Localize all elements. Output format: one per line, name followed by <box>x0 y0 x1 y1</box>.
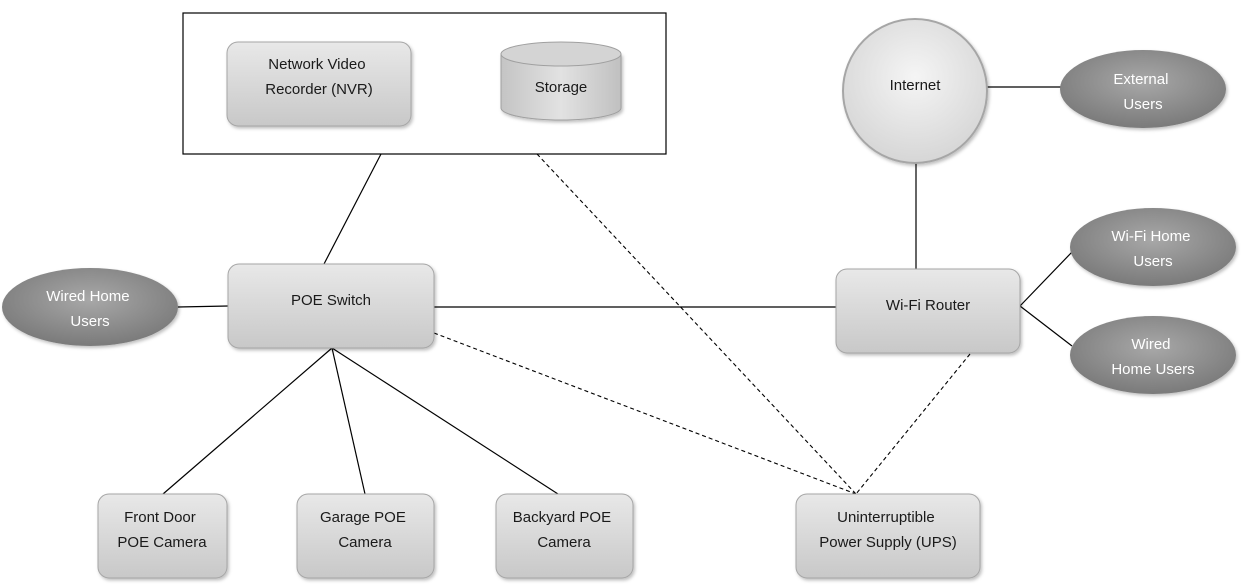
nvr-label-line-2: Recorder (NVR) <box>265 81 373 98</box>
storage-label-line-1: Storage <box>535 79 588 96</box>
link-switch-front-door <box>162 347 333 495</box>
connections <box>162 86 1073 495</box>
wifi-home-users-label: Wi-Fi Home Users <box>1111 228 1194 270</box>
wired-home-users-right-node[interactable]: Wired Home Users <box>1070 316 1236 394</box>
storage-node[interactable]: Storage <box>500 41 622 121</box>
external-users-label: External Users <box>1113 71 1172 113</box>
link-group-switch <box>323 153 382 265</box>
backyard-camera-label-line-1: Backyard POE <box>513 509 611 526</box>
poe-switch-node[interactable]: POE Switch <box>227 263 435 349</box>
garage-camera-node[interactable]: Garage POE Camera <box>296 493 435 579</box>
garage-camera-label: Garage POE Camera <box>320 509 410 551</box>
nvr-label-line-1: Network Video <box>268 56 365 73</box>
nvr-node[interactable]: Network Video Recorder (NVR) <box>226 41 412 127</box>
wired-home-users-left-label-line-2: Users <box>70 313 109 330</box>
wired-home-users-left-label-line-1: Wired Home <box>46 288 129 305</box>
link-router-wifi-users <box>1019 251 1073 307</box>
poe-switch-label: POE Switch <box>291 292 371 309</box>
internet-label: Internet <box>890 77 942 94</box>
garage-camera-label-line-2: Camera <box>338 534 392 551</box>
wired-home-users-right-label-line-1: Wired <box>1131 336 1170 353</box>
link-switch-garage <box>331 347 366 495</box>
front-door-camera-label-line-2: POE Camera <box>117 534 207 551</box>
ups-label-line-2: Power Supply (UPS) <box>819 534 957 551</box>
wired-home-users-left-node[interactable]: Wired Home Users <box>2 268 178 346</box>
link-wired-left-switch <box>177 305 229 308</box>
backyard-camera-label-line-2: Camera <box>537 534 591 551</box>
external-users-label-line-1: External <box>1113 71 1168 88</box>
internet-label-line-1: Internet <box>890 77 942 94</box>
garage-camera-label-line-1: Garage POE <box>320 509 406 526</box>
wifi-router-node[interactable]: Wi-Fi Router <box>835 268 1021 354</box>
wired-home-users-left-label: Wired Home Users <box>46 288 134 330</box>
ups-label: Uninterruptible Power Supply (UPS) <box>819 509 957 551</box>
ups-label-line-1: Uninterruptible <box>837 509 935 526</box>
external-users-node[interactable]: External Users <box>1060 50 1226 128</box>
poe-switch-label-line-1: POE Switch <box>291 292 371 309</box>
backyard-camera-label: Backyard POE Camera <box>513 509 616 551</box>
storage-label: Storage <box>535 79 588 96</box>
storage-cylinder-top <box>500 41 622 67</box>
wifi-router-label: Wi-Fi Router <box>886 297 970 314</box>
power-link-storage-ups <box>536 153 857 495</box>
storage-cylinder-body <box>500 53 622 121</box>
backyard-camera-node[interactable]: Backyard POE Camera <box>495 493 634 579</box>
front-door-camera-label: Front Door POE Camera <box>117 509 207 551</box>
power-link-router-ups <box>855 353 971 495</box>
nvr-label: Network Video Recorder (NVR) <box>265 56 373 98</box>
power-link-switch-ups <box>433 332 857 495</box>
external-users-label-line-2: Users <box>1123 96 1162 113</box>
wifi-home-users-label-line-1: Wi-Fi Home <box>1111 228 1190 245</box>
front-door-camera-node[interactable]: Front Door POE Camera <box>97 493 228 579</box>
wifi-home-users-label-line-2: Users <box>1133 253 1172 270</box>
ups-node[interactable]: Uninterruptible Power Supply (UPS) <box>795 493 981 579</box>
link-router-wired-users <box>1019 305 1073 347</box>
wifi-router-label-line-1: Wi-Fi Router <box>886 297 970 314</box>
wifi-home-users-node[interactable]: Wi-Fi Home Users <box>1070 208 1236 286</box>
internet-node[interactable]: Internet <box>842 18 988 164</box>
link-switch-backyard <box>331 347 559 495</box>
front-door-camera-label-line-1: Front Door <box>124 509 196 526</box>
wired-home-users-right-label-line-2: Home Users <box>1111 361 1194 378</box>
wired-home-users-right-label: Wired Home Users <box>1111 336 1194 378</box>
